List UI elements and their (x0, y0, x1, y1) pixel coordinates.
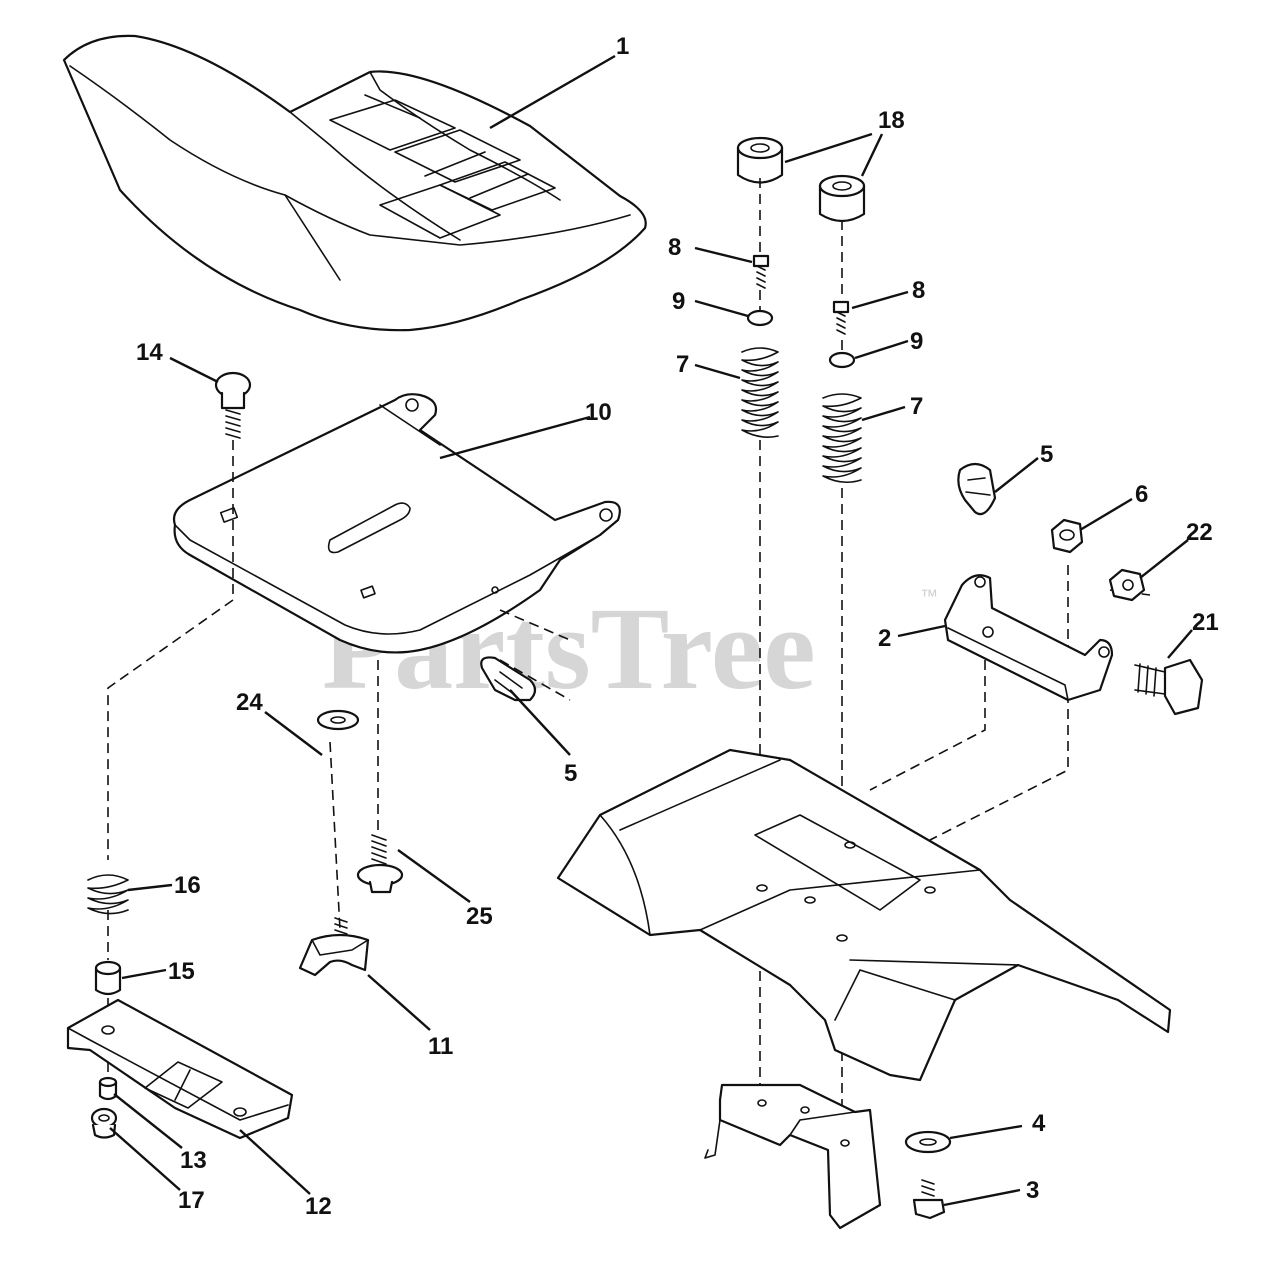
nut-17-part[interactable] (90, 1107, 118, 1139)
callout-labels: 1 18 8 8 9 9 7 7 14 10 5 5 6 22 2 21 24 … (136, 33, 1219, 1220)
spacer-13-part[interactable] (98, 1076, 118, 1101)
callout-9a: 9 (672, 288, 685, 315)
callout-5b: 5 (564, 760, 577, 787)
screw-part-a[interactable] (752, 254, 770, 289)
callout-17: 17 (178, 1187, 205, 1214)
callout-5a: 5 (1040, 441, 1053, 468)
callout-25: 25 (466, 903, 493, 930)
spring-16-part[interactable] (87, 874, 129, 915)
callout-7b: 7 (910, 393, 923, 420)
callout-13: 13 (180, 1147, 207, 1174)
leader-lines (109, 54, 1193, 1207)
hex-bolt-part[interactable] (1134, 658, 1204, 716)
callout-21: 21 (1192, 609, 1219, 636)
bumper-part-b[interactable] (818, 174, 866, 223)
carriage-bolt-part[interactable] (214, 371, 252, 439)
callout-11: 11 (428, 1033, 453, 1060)
washer-part-a[interactable] (746, 309, 774, 327)
lower-bracket-part[interactable] (704, 1083, 882, 1230)
callout-7a: 7 (676, 351, 689, 378)
spacer-15-part[interactable] (94, 960, 122, 996)
callout-15: 15 (168, 958, 195, 985)
callout-22: 22 (1186, 519, 1213, 546)
plate-12-part[interactable] (66, 998, 294, 1140)
spring-part-b[interactable] (822, 393, 862, 484)
screw-part-b[interactable] (832, 300, 850, 335)
callout-24: 24 (236, 689, 263, 716)
clip-part-a[interactable] (957, 462, 997, 516)
spring-part-a[interactable] (741, 347, 779, 438)
seat-pan-part[interactable] (172, 393, 621, 654)
callout-4: 4 (1032, 1110, 1046, 1137)
watermark-tm: ™ (920, 586, 938, 606)
callout-16: 16 (174, 872, 201, 899)
washer-24-part[interactable] (316, 709, 360, 731)
flat-washer-part[interactable] (904, 1130, 952, 1154)
callout-1: 1 (616, 33, 629, 60)
bottom-bolt-part[interactable] (912, 1179, 946, 1220)
callout-2: 2 (878, 625, 891, 652)
lock-nut-part[interactable] (1108, 568, 1146, 602)
bumper-part-a[interactable] (736, 136, 784, 184)
callout-9b: 9 (910, 328, 923, 355)
fender-frame-part[interactable] (556, 748, 1172, 1082)
shoulder-bolt-part[interactable] (356, 834, 404, 894)
callout-14: 14 (136, 339, 163, 366)
callout-10: 10 (585, 399, 612, 426)
callout-8b: 8 (912, 277, 925, 304)
nut-part[interactable] (1050, 518, 1084, 554)
callout-6: 6 (1135, 481, 1148, 508)
washer-part-b[interactable] (828, 351, 856, 369)
callout-8a: 8 (668, 234, 681, 261)
seat-part[interactable] (62, 34, 647, 332)
callout-18: 18 (878, 107, 905, 134)
bracket-part[interactable] (943, 574, 1114, 702)
callout-3: 3 (1026, 1177, 1039, 1204)
knob-part[interactable] (298, 917, 370, 977)
callout-12: 12 (305, 1193, 332, 1220)
